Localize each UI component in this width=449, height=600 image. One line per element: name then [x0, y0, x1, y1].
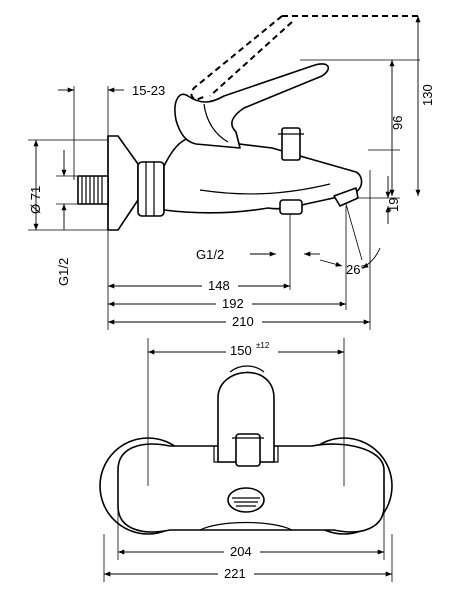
front-aerator	[227, 487, 265, 513]
dim-spacing: 150 ±12	[148, 340, 344, 358]
dim-length-192: 192	[108, 294, 346, 311]
dim-length-192-label: 192	[222, 296, 244, 311]
dim-offset: 15-23	[58, 83, 165, 98]
dim-width-221-label: 221	[224, 566, 246, 581]
mixer-body	[163, 127, 363, 215]
dim-inlet-thread: G1/2	[56, 150, 71, 286]
dim-height-19: 19	[385, 176, 401, 224]
dim-length-210-label: 210	[232, 314, 254, 329]
side-view: 15-23 Ø 71 G1/2 130 96 19	[28, 15, 435, 330]
dim-length-148: 148	[108, 276, 290, 293]
dim-spacing-label: 150	[230, 343, 252, 358]
dim-height-96-label: 96	[390, 116, 405, 130]
dim-length-148-label: 148	[208, 278, 230, 293]
dim-width-221: 221	[104, 563, 392, 581]
dim-angle: 26°	[319, 247, 381, 277]
wall	[107, 135, 139, 231]
hex-nut	[137, 161, 165, 217]
dim-offset-label: 15-23	[132, 83, 165, 98]
front-diverter	[232, 433, 264, 467]
front-view: 150 ±12 204 221	[99, 338, 393, 582]
dim-width-204: 204	[118, 541, 384, 559]
dim-outlet-thread-label: G1/2	[196, 247, 224, 262]
threaded-union	[77, 175, 109, 205]
dim-height-96: 96	[389, 60, 405, 196]
dim-spacing-tolerance: ±12	[256, 341, 270, 350]
dim-inlet-thread-label: G1/2	[56, 258, 71, 286]
dim-diameter: Ø 71	[28, 140, 43, 230]
dim-length-210: 210	[108, 312, 370, 329]
dim-diameter-label: Ø 71	[28, 186, 43, 214]
dim-width-204-label: 204	[230, 544, 252, 559]
extension-lines	[28, 59, 420, 330]
lever-raised-outline	[190, 15, 418, 102]
dim-outlet-thread: G1/2	[196, 247, 320, 262]
dim-height-19-label: 19	[386, 198, 401, 212]
dim-height-130-label: 130	[420, 84, 435, 106]
lever-handle	[174, 63, 330, 149]
dim-angle-label: 26°	[346, 262, 366, 277]
dim-height-130: 130	[415, 16, 435, 196]
